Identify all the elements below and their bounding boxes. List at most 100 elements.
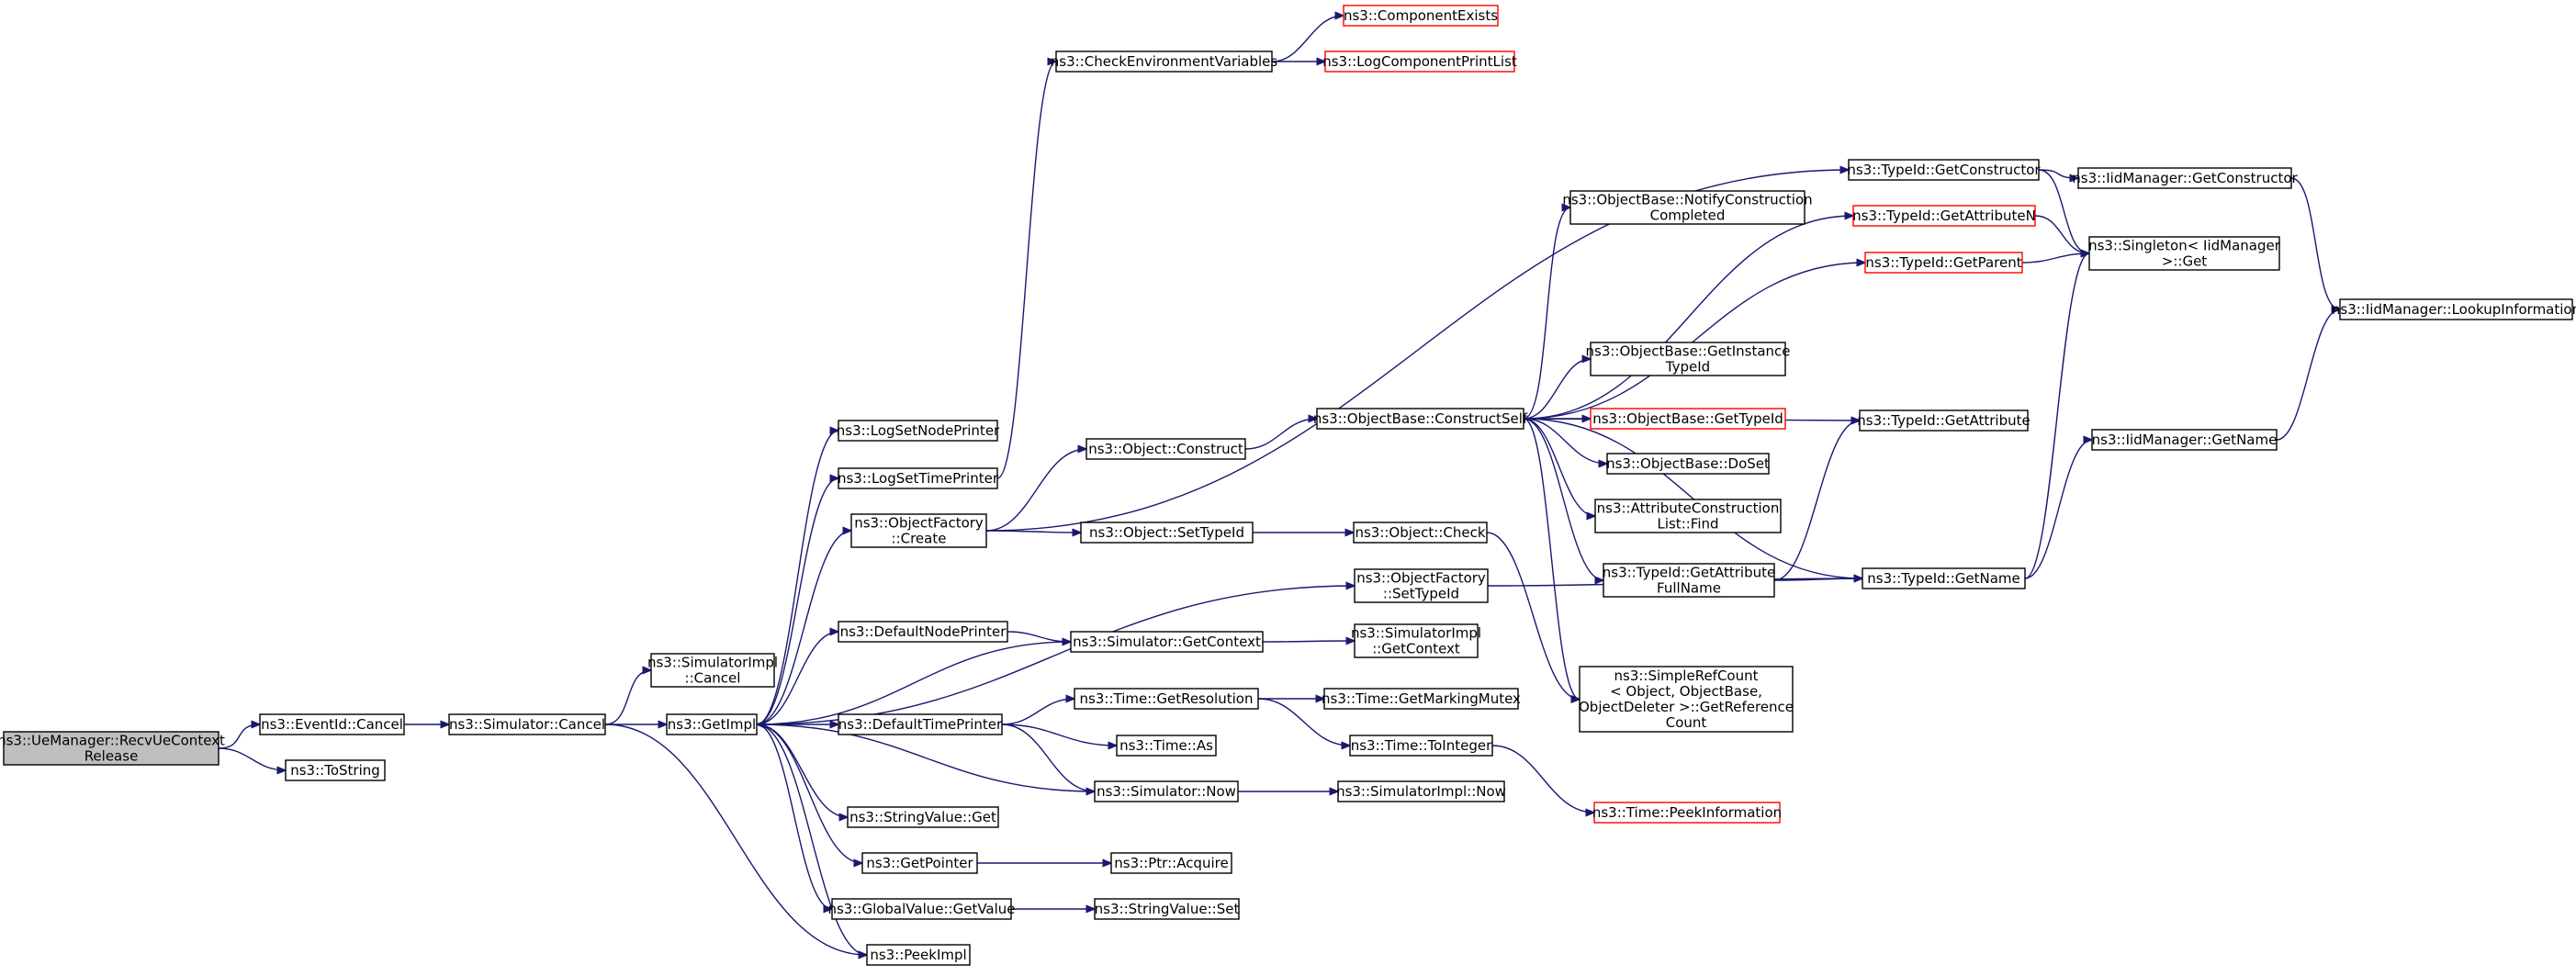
edge-path <box>2021 253 2089 264</box>
node-label: ns3::Object::SetTypeId <box>1089 524 1244 541</box>
function-node-ptr-acquire[interactable]: ns3::Ptr::Acquire <box>1110 852 1232 874</box>
function-node-iidmanager-getconstructor[interactable]: ns3::IidManager::GetConstructor <box>2072 167 2299 189</box>
function-node-object-check[interactable]: ns3::Object::Check <box>1353 522 1488 544</box>
node-label: ns3::Time::GetResolution <box>1080 690 1254 707</box>
node-label: ns3::TypeId::GetAttribute <box>1603 565 1775 581</box>
node-label: ns3::ObjectBase::ConstructSelf <box>1313 410 1528 427</box>
function-node-time-as[interactable]: ns3::Time::As <box>1116 735 1217 757</box>
node-label: ns3::GetPointer <box>866 855 973 871</box>
function-node-checkenv[interactable]: ns3::CheckEnvironmentVariables <box>1051 50 1278 73</box>
function-node-objbase-notify[interactable]: ns3::ObjectBase::NotifyConstructionCompl… <box>1562 190 1813 225</box>
edge-path <box>604 670 651 725</box>
function-node-tostring[interactable]: ns3::ToString <box>285 759 386 781</box>
node-label: ns3::IidManager::GetName <box>2092 432 2278 448</box>
node-box <box>3 731 219 766</box>
edge-path <box>1001 724 1095 791</box>
function-node-simplerefcount[interactable]: ns3::SimpleRefCount< Object, ObjectBase,… <box>1579 666 1794 733</box>
function-node-logcomponentprintlist[interactable]: ns3::LogComponentPrintList <box>1322 50 1517 73</box>
function-node-objbase-doset[interactable]: ns3::ObjectBase::DoSet <box>1606 453 1770 475</box>
node-label: ns3::ObjectBase::GetInstance <box>1586 343 1791 360</box>
function-node-time-getmarkingmutex[interactable]: ns3::Time::GetMarkingMutex <box>1322 688 1521 710</box>
call-edge-getimpl-to-logsetnodeprinter <box>756 431 838 725</box>
node-label: ns3::Time::ToInteger <box>1351 737 1492 754</box>
function-node-typeid-getattribute[interactable]: ns3::TypeId::GetAttribute <box>1857 409 2030 432</box>
function-node-iidmanager-lookupinformation[interactable]: ns3::IidManager::LookupInformation <box>2332 298 2576 320</box>
function-node-defaultnodeprinter[interactable]: ns3::DefaultNodePrinter <box>838 621 1008 643</box>
function-node-objbase-constructself[interactable]: ns3::ObjectBase::ConstructSelf <box>1313 408 1528 430</box>
edge-path <box>1773 421 1860 581</box>
node-label: ns3::Simulator::Cancel <box>449 716 605 733</box>
function-node-typeid-getconstructor[interactable]: ns3::TypeId::GetConstructor <box>1847 159 2041 181</box>
node-label: ns3::TypeId::GetAttributeN <box>1852 208 2036 224</box>
function-node-simimpl-getcontext[interactable]: ns3::SimulatorImpl::GetContext <box>1351 623 1481 658</box>
function-node-logsetnodeprinter[interactable]: ns3::LogSetNodePrinter <box>837 420 1000 442</box>
call-edge-objbase-constructself-to-attrconstruction-find <box>1523 418 1595 516</box>
function-node-simimpl-cancel[interactable]: ns3::SimulatorImpl::Cancel <box>647 653 778 688</box>
edge-path <box>1491 745 1594 813</box>
node-box <box>838 621 1008 643</box>
function-node-componentexists[interactable]: ns3::ComponentExists <box>1343 5 1499 27</box>
function-node-objfactory-create[interactable]: ns3::ObjectFactory::Create <box>850 513 987 548</box>
function-node-time-peekinformation[interactable]: ns3::Time::PeekInformation <box>1592 802 1782 824</box>
function-node-objbase-gettypeid[interactable]: ns3::ObjectBase::GetTypeId <box>1590 408 1786 430</box>
node-box <box>838 467 998 489</box>
call-edge-iidmanager-getname-to-iidmanager-lookupinformation <box>2276 309 2340 441</box>
edge-path <box>985 449 1086 532</box>
node-box <box>1055 50 1273 73</box>
function-node-object-construct[interactable]: ns3::Object::Construct <box>1086 438 1246 460</box>
function-node-sim-cancel[interactable]: ns3::Simulator::Cancel <box>448 713 606 735</box>
node-label: ns3::Ptr::Acquire <box>1114 855 1228 871</box>
call-edge-getimpl-to-objfactory-create <box>756 531 851 725</box>
function-node-sim-getcontext[interactable]: ns3::Simulator::GetContext <box>1070 631 1264 653</box>
function-node-defaulttimeprinter[interactable]: ns3::DefaultTimePrinter <box>838 713 1003 735</box>
node-box <box>1070 631 1264 653</box>
call-edge-typeid-getattributen-to-singleton-get <box>2034 215 2089 253</box>
call-edge-typeid-getattributefullname-to-typeid-getattribute <box>1773 421 1860 581</box>
node-label: ns3::ObjectFactory <box>854 515 984 532</box>
node-box <box>666 713 758 735</box>
function-node-object-settypeid[interactable]: ns3::Object::SetTypeId <box>1080 522 1254 544</box>
node-label: ns3::LogComponentPrintList <box>1322 53 1517 70</box>
function-node-simimpl-now[interactable]: ns3::SimulatorImpl::Now <box>1336 780 1506 802</box>
node-box <box>1593 802 1781 824</box>
function-node-stringvalue-get[interactable]: ns3::StringValue::Get <box>847 806 999 828</box>
function-node-iidmanager-getname[interactable]: ns3::IidManager::GetName <box>2091 429 2278 451</box>
function-node-time-tointeger[interactable]: ns3::Time::ToInteger <box>1349 735 1493 757</box>
call-edge-root-to-tostring <box>218 747 286 770</box>
call-edge-getimpl-to-peekimpl <box>756 724 867 955</box>
edge-path <box>2034 215 2089 253</box>
function-node-objfactory-settypeid[interactable]: ns3::ObjectFactory::SetTypeId <box>1354 568 1489 603</box>
function-node-typeid-getname[interactable]: ns3::TypeId::GetName <box>1862 567 2026 589</box>
node-box <box>259 713 405 735</box>
function-node-globalvalue-getvalue[interactable]: ns3::GlobalValue::GetValue <box>827 898 1016 920</box>
call-edge-defaulttimeprinter-to-sim-now <box>1001 724 1095 791</box>
node-label: ns3::SimpleRefCount <box>1614 667 1759 684</box>
function-node-time-getresolution[interactable]: ns3::Time::GetResolution <box>1074 688 1259 710</box>
function-node-typeid-getattributen[interactable]: ns3::TypeId::GetAttributeN <box>1852 205 2036 227</box>
call-edge-sim-cancel-to-peekimpl <box>604 724 867 955</box>
node-box <box>1852 205 2036 227</box>
function-node-logsettimeprinter[interactable]: ns3::LogSetTimePrinter <box>838 467 999 489</box>
node-label: ns3::GlobalValue::GetValue <box>827 901 1015 917</box>
node-box <box>1864 252 2023 274</box>
function-node-getimpl[interactable]: ns3::GetImpl <box>666 713 758 735</box>
edge-path <box>2290 177 2340 309</box>
function-node-stringvalue-set[interactable]: ns3::StringValue::Set <box>1094 898 1240 920</box>
function-node-typeid-getparent[interactable]: ns3::TypeId::GetParent <box>1864 252 2023 274</box>
node-box <box>850 513 987 548</box>
node-label: ns3::Time::GetMarkingMutex <box>1322 690 1521 707</box>
function-node-singleton-get[interactable]: ns3::Singleton< IidManager >::Get <box>2088 236 2281 271</box>
function-node-eventid-cancel[interactable]: ns3::EventId::Cancel <box>259 713 405 735</box>
call-edge-sim-now-to-getimpl <box>757 724 1096 792</box>
function-node-sim-now[interactable]: ns3::Simulator::Now <box>1094 780 1239 802</box>
edge-path <box>1001 724 1117 746</box>
function-node-peekimpl[interactable]: ns3::PeekImpl <box>866 944 971 966</box>
node-box <box>1859 409 2029 432</box>
call-edge-logsettimeprinter-to-checkenv <box>996 62 1056 479</box>
edge-path <box>1271 16 1344 62</box>
function-node-getpointer[interactable]: ns3::GetPointer <box>861 852 978 874</box>
